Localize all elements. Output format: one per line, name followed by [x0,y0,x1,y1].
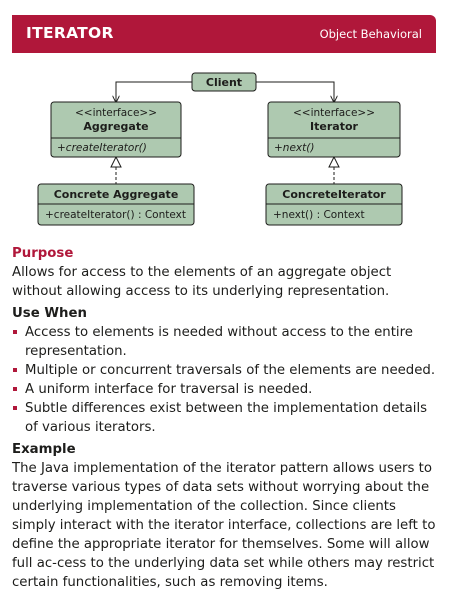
client-to-aggregate-association [116,81,192,102]
iterator-name: Iterator [310,120,358,133]
client-label: Client [206,76,242,89]
bullet-icon [13,330,17,334]
iterator-interface-box: <<interface>> Iterator +next() [267,101,401,158]
purpose-heading: Purpose [12,246,74,261]
bullet-icon [13,387,17,391]
concrete-iterator-class-box: ConcreteIterator +next() : Context [265,183,403,226]
concrete-iterator-method: +next() : Context [273,209,365,221]
example-text: The Java implementation of the iterator … [12,461,436,590]
pattern-header: ITERATOR Object Behavioral [12,15,436,53]
concrete-aggregate-method: +createIterator() : Context [45,209,186,221]
aggregate-realization [110,155,122,184]
concrete-aggregate-class-box: Concrete Aggregate +createIterator() : C… [37,183,195,226]
pattern-title: ITERATOR [26,24,114,42]
bullet-icon [13,368,17,372]
list-item-text: A uniform interface for traversal is nee… [25,382,313,397]
use-when-heading: Use When [12,306,87,321]
aggregate-method: +createIterator() [57,142,147,154]
concrete-iterator-name: ConcreteIterator [282,188,386,201]
client-to-iterator-association [256,81,334,102]
aggregate-interface-box: <<interface>> Aggregate +createIterator(… [50,101,182,158]
list-item: Multiple or concurrent traversals of the… [12,361,440,380]
list-item: Subtle differences exist between the imp… [12,399,440,437]
pattern-category: Object Behavioral [319,27,422,41]
list-item-text: Subtle differences exist between the imp… [25,401,428,435]
list-item-text: Access to elements is needed without acc… [25,325,413,359]
list-item: A uniform interface for traversal is nee… [12,380,440,399]
bullet-icon [13,406,17,410]
iterator-method: +next() [274,142,314,154]
aggregate-name: Aggregate [83,120,148,133]
list-item: Access to elements is needed without acc… [12,323,440,361]
aggregate-stereotype: <<interface>> [75,107,157,119]
pattern-description: Purpose Allows for access to the element… [12,244,440,592]
concrete-aggregate-name: Concrete Aggregate [54,188,179,201]
example-heading: Example [12,442,76,457]
uml-diagram: Client <<interface>> Aggregate +createIt… [37,72,403,226]
client-class-box: Client [191,72,257,92]
purpose-text: Allows for access to the elements of an … [12,265,392,299]
list-item-text: Multiple or concurrent traversals of the… [25,363,436,378]
iterator-stereotype: <<interface>> [293,107,375,119]
iterator-realization [328,155,340,184]
use-when-list: Access to elements is needed without acc… [12,323,440,437]
